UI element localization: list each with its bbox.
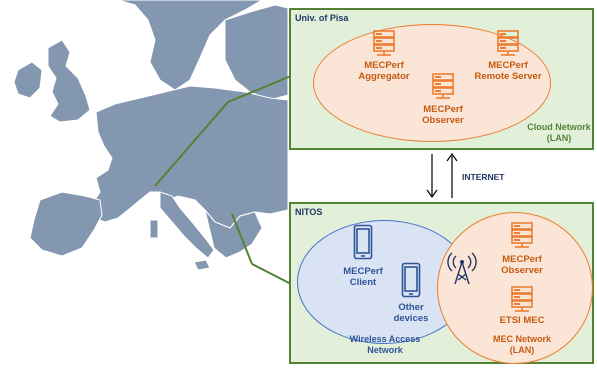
server-icon xyxy=(373,30,395,56)
map-iberia xyxy=(29,191,103,257)
map-ireland xyxy=(13,61,43,99)
mec-network-label: MEC Network (LAN) xyxy=(492,334,551,355)
antenna-tower-icon xyxy=(447,252,477,285)
wireless-network-label: Wireless Access Network xyxy=(349,334,421,355)
server-icon xyxy=(511,222,533,248)
mec-observer-label: MECPerf Observer xyxy=(501,254,543,276)
server-icon xyxy=(497,30,519,56)
connector-nitos-upper xyxy=(231,213,253,265)
map-balkans xyxy=(204,209,263,259)
map-northeast xyxy=(224,4,289,101)
aggregator-label: MECPerf Aggregator xyxy=(358,60,410,82)
server-icon xyxy=(511,286,533,312)
cloud-network-label: Cloud Network (LAN) xyxy=(527,122,591,143)
map-britain xyxy=(47,39,91,123)
smartphone-icon xyxy=(401,262,421,298)
observer-label: MECPerf Observer xyxy=(422,104,464,126)
edge-panel: NITOS MECPerf Client Other devices xyxy=(289,202,594,364)
map-sicily xyxy=(193,259,211,271)
connector-nitos-lower xyxy=(251,263,292,285)
smartphone-icon xyxy=(353,224,373,260)
connector-pisa-lower xyxy=(227,75,292,103)
map-mainland xyxy=(91,85,289,229)
internet-label: INTERNET xyxy=(462,172,505,182)
server-icon xyxy=(432,73,454,99)
connector-pisa-upper xyxy=(154,101,229,187)
map-sardinia xyxy=(149,219,159,239)
etsi-mec-label: ETSI MEC xyxy=(499,315,545,326)
cloud-panel-title: Univ. of Pisa xyxy=(295,13,349,23)
map-scandinavia xyxy=(117,0,263,91)
map-italy xyxy=(159,191,215,259)
remote-server-label: MECPerf Remote Server xyxy=(474,60,542,82)
client-label: MECPerf Client xyxy=(343,266,383,288)
cloud-panel: Univ. of Pisa MECPerf Aggregator MECPerf… xyxy=(289,8,594,150)
edge-panel-title: NITOS xyxy=(295,207,323,217)
internet-arrows xyxy=(426,152,458,199)
other-devices-label: Other devices xyxy=(393,302,429,324)
